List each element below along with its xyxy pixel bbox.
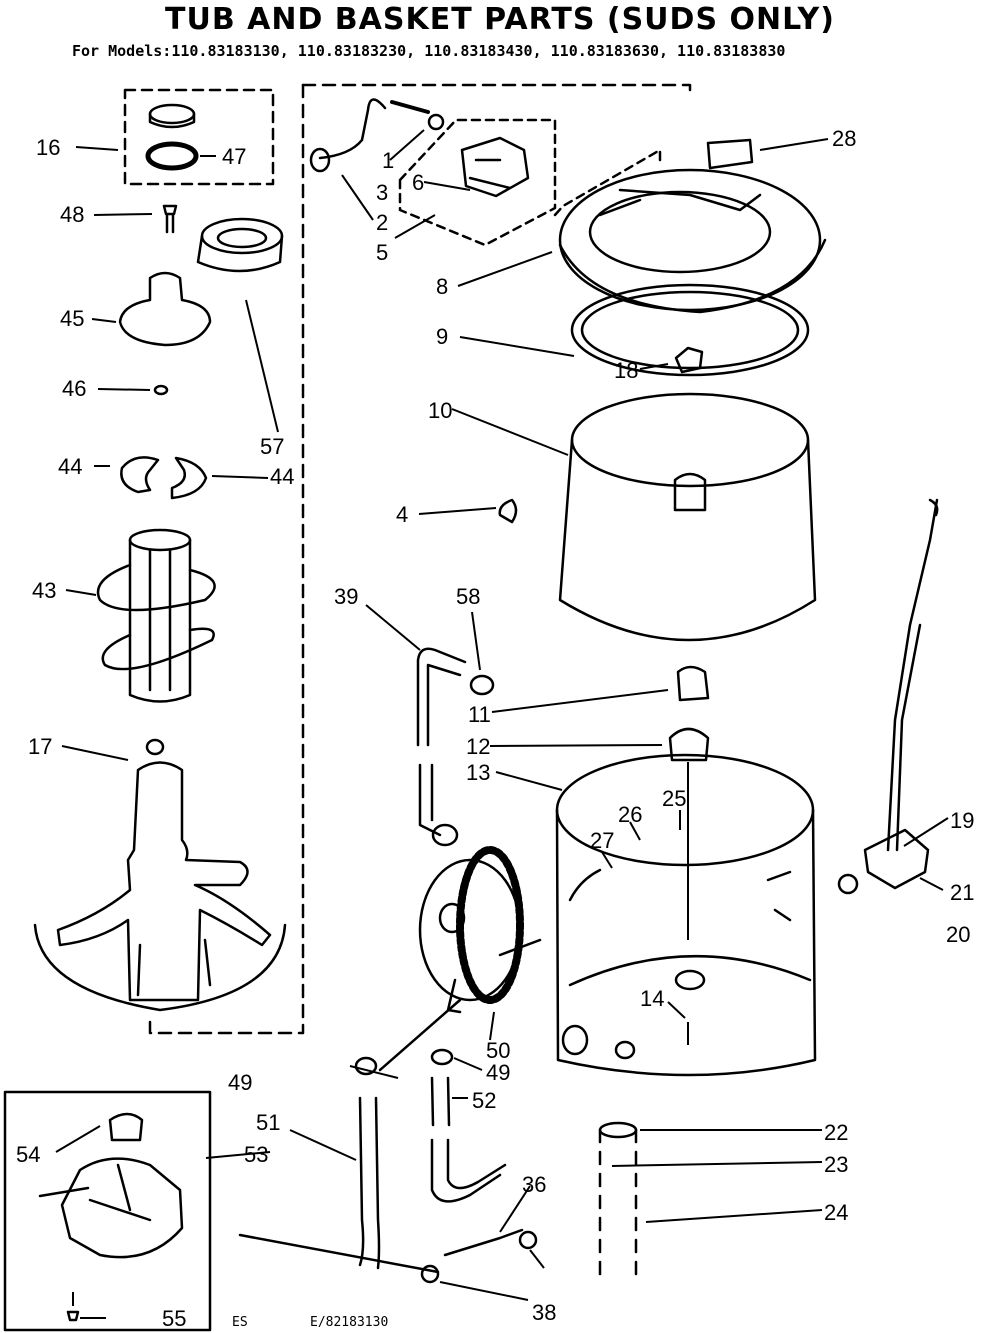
ring-47: [145, 141, 199, 171]
callout-21: 21: [950, 880, 974, 905]
callout-1: 1: [382, 148, 394, 173]
callout-5: 5: [376, 240, 388, 265]
model-numbers: For Models:110.83183130, 110.83183230, 1…: [72, 42, 786, 60]
callout-19: 19: [950, 808, 974, 833]
kit-box-16: [123, 88, 275, 186]
callout-2: 2: [376, 210, 388, 235]
callout-47: 47: [222, 144, 246, 169]
drain-22: [598, 1121, 638, 1139]
footer-code-a: ES: [232, 1315, 248, 1330]
section-frame: [301, 83, 692, 98]
callout-44a: 44: [58, 454, 82, 479]
inlet-6: [460, 136, 530, 198]
nut-18: [674, 346, 704, 374]
callout-16: 16: [36, 135, 60, 160]
callout-53: 53: [244, 1142, 268, 1167]
callout-9: 9: [436, 324, 448, 349]
clamp-2: [309, 147, 331, 173]
clip-28: [706, 138, 754, 170]
agitator-skirt: [33, 923, 287, 1012]
pump-53: [60, 1157, 184, 1259]
bolt-48: [162, 204, 178, 234]
callout-4: 4: [396, 502, 408, 527]
callout-28: 28: [832, 126, 856, 151]
page-title: TUB AND BASKET PARTS (SUDS ONLY): [165, 2, 835, 37]
callout-46: 46: [62, 376, 86, 401]
callout-12: 12: [466, 734, 490, 759]
callout-10: 10: [428, 398, 452, 423]
callout-27: 27: [590, 828, 614, 853]
callout-49b: 49: [486, 1060, 510, 1085]
callout-44b: 44: [270, 464, 294, 489]
footer-code-b: E/82183130: [310, 1315, 388, 1330]
callout-55: 55: [162, 1306, 186, 1331]
clip-4: [498, 498, 518, 524]
washer-46: [153, 384, 169, 396]
callout-54: 54: [16, 1142, 40, 1167]
dog-44b: [170, 456, 208, 500]
agitator-cap: [148, 103, 196, 125]
ring-1: [427, 113, 445, 131]
callout-11: 11: [468, 702, 491, 727]
hose-36: [443, 1228, 524, 1257]
clamp-49a: [354, 1056, 378, 1076]
seal-11: [676, 665, 710, 702]
callout-20: 20: [946, 922, 970, 947]
callout-52: 52: [472, 1088, 496, 1113]
callout-45: 45: [60, 306, 84, 331]
dog-44a: [120, 456, 160, 494]
basket-10: [570, 392, 810, 488]
callout-24: 24: [824, 1200, 848, 1225]
callout-39: 39: [334, 584, 358, 609]
callout-38: 38: [532, 1300, 556, 1325]
gasket-9: [570, 283, 810, 377]
auger-43: [128, 538, 192, 703]
clamp-49b: [430, 1048, 454, 1066]
callout-25: 25: [662, 786, 686, 811]
callout-43: 43: [32, 578, 56, 603]
callout-22: 22: [824, 1120, 848, 1145]
callout-17: 17: [28, 734, 52, 759]
callout-49a: 49: [228, 1070, 252, 1095]
inlet-hose-3: [318, 98, 387, 160]
clamp-38: [420, 1264, 440, 1284]
callout-36: 36: [522, 1172, 546, 1197]
agitator-17: [56, 761, 272, 1002]
screw-55: [66, 1310, 80, 1322]
callout-23: 23: [824, 1152, 848, 1177]
agitator-cam: [118, 271, 212, 347]
hose-39: [416, 647, 467, 747]
callout-6: 6: [412, 170, 424, 195]
callout-48: 48: [60, 202, 84, 227]
callout-18: 18: [614, 358, 638, 383]
callout-58: 58: [456, 584, 480, 609]
callout-57: 57: [260, 434, 284, 459]
inlet-box: [398, 118, 557, 247]
callout-51: 51: [256, 1110, 280, 1135]
callout-26: 26: [618, 802, 642, 827]
callout-14: 14: [640, 986, 664, 1011]
callout-13: 13: [466, 760, 490, 785]
callout-3: 3: [376, 180, 388, 205]
button-54: [108, 1112, 144, 1142]
callout-8: 8: [436, 274, 448, 299]
auger-top: [128, 528, 192, 552]
hose-52: [430, 1076, 451, 1127]
hose-19: [886, 498, 939, 852]
pump-inset-box: [3, 1090, 212, 1332]
fitting-20: [837, 873, 859, 895]
hose-51: [358, 1096, 381, 1270]
valve-21: [863, 828, 930, 890]
clamp-58: [469, 674, 495, 696]
callout-50: 50: [486, 1038, 510, 1063]
